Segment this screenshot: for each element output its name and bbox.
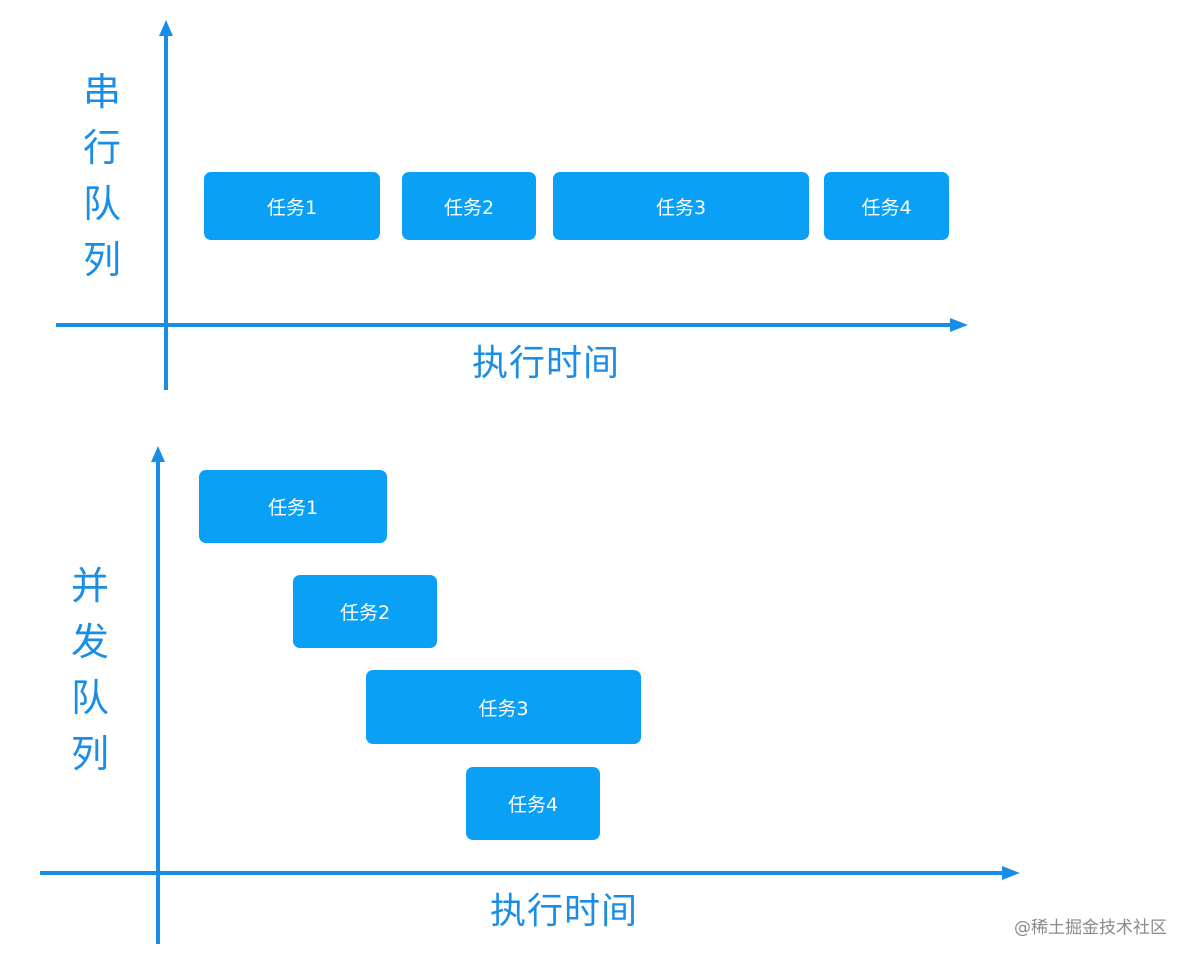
serial-x-axis-arrow-icon xyxy=(950,318,968,332)
serial-task-4: 任务4 xyxy=(824,172,949,240)
concurrent-x-axis-arrow-icon xyxy=(1002,866,1020,880)
concurrent-y-label: 并发队列 xyxy=(70,564,109,776)
concurrent-x-axis xyxy=(40,871,1006,875)
concurrent-y-axis-arrow-icon xyxy=(151,446,165,462)
serial-task-3: 任务3 xyxy=(553,172,809,240)
serial-y-axis xyxy=(164,34,168,390)
serial-y-axis-arrow-icon xyxy=(159,20,173,36)
serial-y-label: 串行队列 xyxy=(82,70,121,282)
concurrent-task-2: 任务2 xyxy=(293,575,437,648)
concurrent-task-3: 任务3 xyxy=(366,670,641,744)
serial-x-label: 执行时间 xyxy=(472,343,621,384)
concurrent-task-1: 任务1 xyxy=(199,470,387,543)
concurrent-x-label: 执行时间 xyxy=(490,891,639,932)
serial-task-1: 任务1 xyxy=(204,172,380,240)
serial-task-2: 任务2 xyxy=(402,172,536,240)
watermark: @稀土掘金技术社区 xyxy=(1014,918,1167,938)
serial-x-axis xyxy=(56,323,954,327)
concurrent-task-4: 任务4 xyxy=(466,767,600,840)
concurrent-y-axis xyxy=(156,460,160,944)
